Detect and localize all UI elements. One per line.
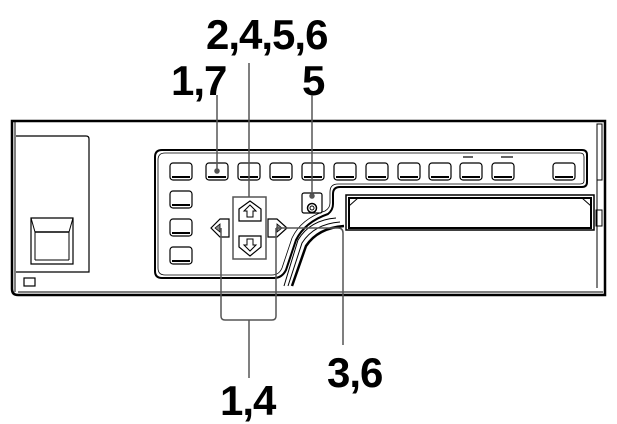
button-top-11[interactable]: [491, 156, 515, 181]
up-down-arrow-buttons: [232, 196, 267, 260]
callout-1-7: 1,7: [171, 57, 227, 104]
leader-lines: [214, 63, 344, 378]
button-top-4[interactable]: [269, 162, 293, 181]
up-arrow-button[interactable]: [238, 200, 262, 222]
left-arrow-button[interactable]: [210, 218, 230, 238]
callout-1-4: 1,4: [220, 377, 276, 424]
down-arrow-button[interactable]: [238, 235, 262, 257]
button-top-10[interactable]: [459, 156, 483, 181]
indicator-lamp: [23, 277, 36, 287]
chassis: [10, 119, 607, 297]
left-button-column: [169, 190, 193, 265]
button-top-1[interactable]: [169, 162, 193, 181]
control-panel: [154, 149, 588, 287]
button-top-5[interactable]: [301, 162, 325, 181]
button-top-12[interactable]: [552, 162, 576, 181]
button-top-8[interactable]: [397, 162, 421, 181]
button-top-7[interactable]: [365, 162, 389, 181]
callout-5: 5: [302, 57, 325, 104]
left-door: [16, 135, 90, 287]
leader-3-6: [276, 227, 344, 345]
circle-button[interactable]: [301, 192, 323, 214]
callout-2-4-5-6: 2,4,5,6: [206, 11, 328, 58]
top-button-row: [169, 156, 576, 181]
button-top-9[interactable]: [428, 162, 452, 181]
button-top-6[interactable]: [333, 162, 357, 181]
button-left-2[interactable]: [169, 218, 193, 237]
button-left-1[interactable]: [169, 190, 193, 209]
button-left-3[interactable]: [169, 246, 193, 265]
cassette-slot[interactable]: [345, 194, 595, 231]
callout-3-6: 3,6: [327, 349, 383, 396]
